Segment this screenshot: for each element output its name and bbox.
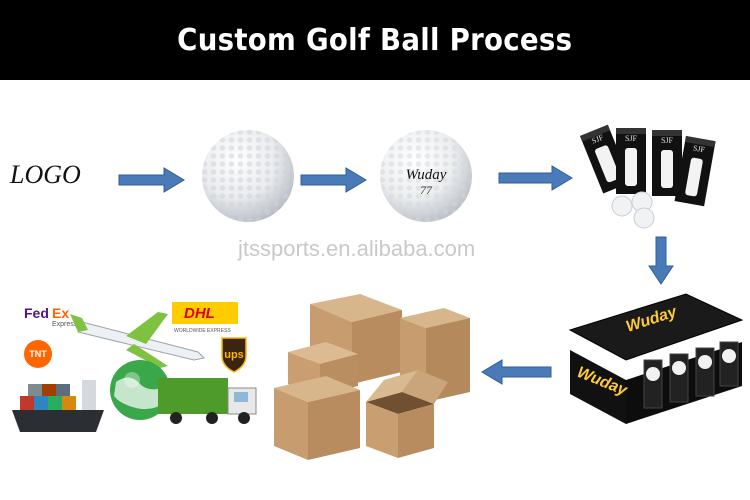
arrow-right-icon (118, 167, 186, 193)
svg-text:ups: ups (224, 349, 244, 361)
ball-number-print: 77 (420, 183, 433, 197)
ball-brand-print: Wuday (406, 167, 447, 183)
sleeve-box-label: SJF (590, 133, 605, 146)
sleeve-box-label: SJF (661, 136, 674, 145)
tnt-logo: TNT (24, 340, 52, 368)
svg-text:Ex: Ex (52, 305, 69, 321)
arrow-right-icon (300, 167, 368, 193)
container-ship-icon (12, 380, 104, 432)
fedex-logo: Fed Ex Express (24, 305, 78, 328)
cardboard-cartons-image (272, 292, 472, 464)
dhl-logo: DHL WORLDWIDE EXPRESS (172, 302, 238, 334)
svg-text:WORLDWIDE EXPRESS: WORLDWIDE EXPRESS (174, 328, 231, 334)
svg-text:Express: Express (52, 321, 78, 328)
plain-golf-ball (200, 128, 296, 224)
logo-label: LOGO (10, 160, 81, 189)
sleeve-box-label: SJF (625, 134, 638, 143)
watermark: jtssports.en.alibaba.com (238, 236, 476, 261)
globe-icon (110, 360, 170, 420)
printed-golf-ball: Wuday 77 (378, 128, 474, 224)
ups-logo: ups (221, 337, 247, 373)
gift-pack-box-image: Wuday Wuday (566, 290, 746, 430)
svg-text:DHL: DHL (184, 305, 215, 322)
svg-text:TNT: TNT (29, 349, 47, 359)
page-title: Custom Golf Ball Process (177, 22, 573, 58)
arrow-down-icon (648, 236, 674, 286)
airplane-icon (70, 312, 206, 368)
svg-text:Fed: Fed (24, 305, 49, 321)
arrow-left-icon (480, 359, 552, 385)
sleeve-boxes-image: SJF SJF SJF SJF (574, 122, 734, 232)
arrow-right-icon (498, 165, 574, 191)
courier-shipping-image: Fed Ex Express DHL WORLDWIDE EXPRESS TNT… (8, 292, 268, 452)
header-bar: Custom Golf Ball Process (0, 0, 750, 80)
truck-icon (158, 378, 257, 424)
sleeve-box-label: SJF (692, 143, 706, 154)
